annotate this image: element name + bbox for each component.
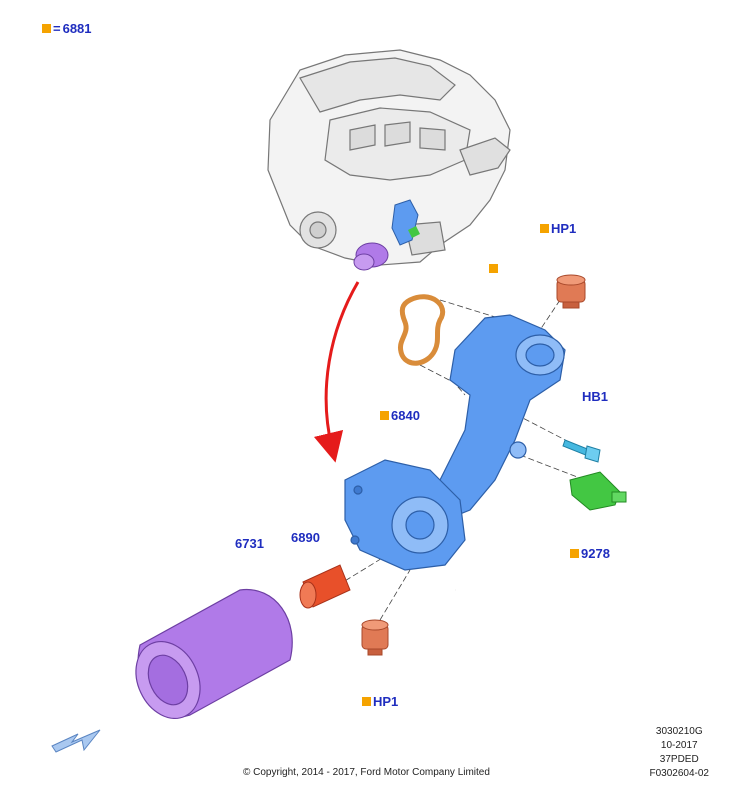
meta-date: 10-2017 bbox=[660, 740, 698, 751]
sensor-9278 bbox=[569, 471, 627, 511]
copyright-text: © Copyright, 2014 - 2017, Ford Motor Com… bbox=[243, 767, 490, 778]
callout-hp1-bottom: HP1 bbox=[362, 694, 398, 709]
legend: = 6881 bbox=[42, 21, 92, 36]
engine-mounted-housing bbox=[353, 199, 420, 271]
callout-bolt: HB1 bbox=[582, 389, 609, 404]
callout-sensor: 9278 bbox=[570, 546, 610, 561]
oil-filter-6731 bbox=[135, 589, 293, 720]
view-direction-arrow-icon bbox=[51, 729, 101, 753]
bolt-hb1 bbox=[562, 439, 601, 463]
callout-housing-marker bbox=[489, 264, 500, 273]
callout-gasket: 6840 bbox=[380, 408, 420, 423]
marker-square-icon bbox=[42, 24, 51, 33]
callout-hp1-top: HP1 bbox=[540, 221, 576, 236]
meta-variant: 37PDED bbox=[659, 754, 699, 765]
meta-figure: F0302604-02 bbox=[649, 768, 710, 779]
adapter-6890 bbox=[299, 564, 351, 609]
engine-assembly bbox=[267, 49, 511, 266]
marker-square-icon bbox=[489, 264, 498, 273]
marker-square-icon bbox=[540, 224, 549, 233]
gasket-6840 bbox=[398, 294, 446, 366]
marker-square-icon bbox=[362, 697, 371, 706]
marker-square-icon bbox=[380, 411, 389, 420]
meta-code: 3030210G bbox=[655, 726, 703, 737]
legend-equals: = bbox=[53, 21, 61, 36]
figure-meta: 3030210G 10-2017 37PDED F0302604-02 bbox=[650, 725, 710, 781]
plug-hp1-top bbox=[556, 274, 586, 309]
exploded-view-arrow bbox=[313, 281, 360, 463]
oil-filter-housing bbox=[344, 314, 566, 571]
callout-adapter: 6890 bbox=[291, 530, 320, 545]
plug-hp1-bottom bbox=[361, 619, 389, 656]
callout-filter: 6731 bbox=[235, 536, 264, 551]
legend-part-number: 6881 bbox=[62, 21, 92, 36]
marker-square-icon bbox=[570, 549, 579, 558]
